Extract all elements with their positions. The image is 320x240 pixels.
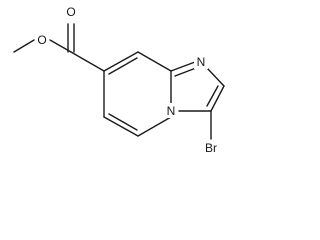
- chemical-structure: O O N N Br: [13, 4, 225, 156]
- bonds: [13, 23, 225, 140]
- bond-c7-c8-inner: [108, 57, 138, 75]
- bond-n4-c5: [137, 116, 172, 137]
- bond-carbonyl-ring: [70, 51, 105, 72]
- atom-carbonyl-oxygen: O: [66, 5, 75, 19]
- bond-c8-c8a: [137, 51, 172, 72]
- bond-c5-c6: [103, 116, 139, 137]
- bond-c7-c8: [103, 51, 139, 72]
- bond-c2-c3-inner: [206, 85, 219, 107]
- bond-n1-c2: [206, 67, 225, 87]
- bond-c2-c3: [210, 85, 225, 112]
- bond-c8a-n1-inner: [174, 67, 197, 77]
- bond-c5-c6-inner: [108, 113, 138, 131]
- atom-bromine: Br: [205, 141, 217, 155]
- bond-methyl-oxygen: [13, 39, 35, 53]
- atom-ester-oxygen: O: [37, 33, 46, 47]
- atom-labels: O O N N Br: [35, 4, 222, 156]
- bond-c8a-n1: [170, 61, 196, 72]
- atom-bridgehead-nitrogen: N: [167, 104, 176, 118]
- atom-imidazole-nitrogen: N: [197, 55, 206, 69]
